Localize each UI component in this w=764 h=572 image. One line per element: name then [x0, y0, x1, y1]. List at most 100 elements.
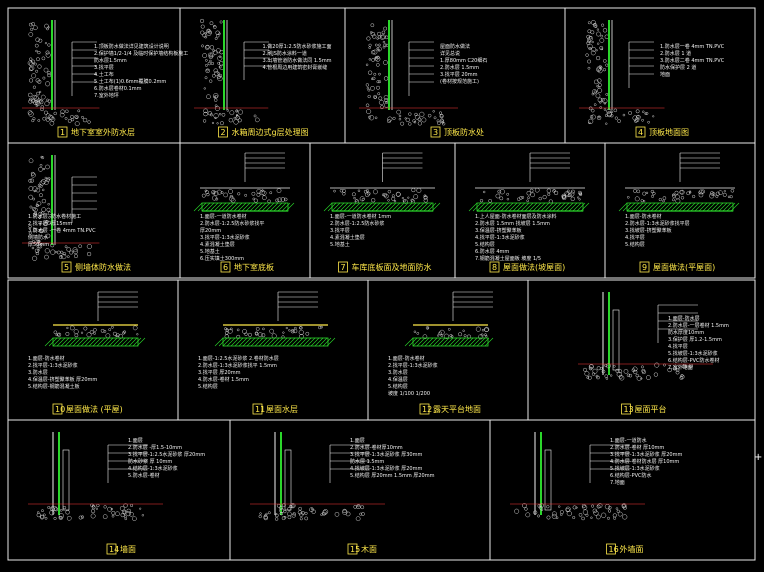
gravel-stone — [28, 32, 34, 37]
gravel-stone — [632, 115, 638, 121]
gravel-stone — [427, 113, 432, 118]
gravel-stone — [217, 61, 221, 65]
gravel-stone — [378, 72, 381, 76]
detail-note: 2.防水层-卷材厚10mm — [350, 444, 403, 451]
gravel-stone — [419, 111, 425, 117]
gravel-stone — [680, 374, 685, 379]
gravel-stone — [285, 326, 288, 330]
gravel-stone — [479, 199, 484, 203]
gravel-stone — [359, 196, 365, 202]
hatch-line — [399, 202, 409, 212]
gravel-stone — [414, 112, 418, 117]
gravel-stone — [339, 188, 344, 193]
gravel-stone — [608, 505, 612, 510]
gravel-stone — [214, 116, 217, 120]
gravel-stone — [599, 366, 603, 370]
gravel-stone — [28, 78, 34, 83]
gravel-stone — [366, 87, 370, 90]
gravel-stone — [214, 37, 218, 40]
gravel-stone — [45, 52, 51, 58]
gravel-stone — [586, 34, 591, 39]
gravel-stone — [29, 97, 33, 102]
gravel-stone — [287, 515, 292, 520]
gravel-stone — [56, 250, 61, 255]
gravel-stone — [387, 116, 393, 122]
gravel-stone — [555, 516, 559, 520]
gravel-stone — [587, 375, 592, 380]
gravel-stone — [45, 117, 50, 122]
gravel-stone — [376, 80, 380, 84]
hatch-line — [484, 202, 494, 212]
gravel-stone — [572, 516, 576, 520]
gravel-stone — [47, 220, 52, 225]
hatch-line — [253, 202, 263, 212]
detail-number-box — [347, 543, 358, 555]
gravel-stone — [566, 510, 572, 517]
gravel-fill — [199, 18, 225, 111]
hatch-line — [427, 202, 437, 212]
leader-lines — [529, 152, 570, 182]
gravel-stone — [578, 513, 583, 517]
gravel-stone — [218, 112, 222, 116]
detail-note: 5.结构层-钢筋混凝土板 — [28, 383, 80, 390]
gravel-stone — [66, 247, 71, 252]
gravel-stone — [41, 156, 45, 160]
detail-note: 3.找平层 厚20mm — [198, 369, 241, 376]
gravel-stone — [256, 192, 261, 197]
detail-number-box — [338, 261, 348, 273]
gravel-stone — [132, 516, 137, 522]
gravel-stone — [443, 333, 450, 339]
hatch-line — [654, 202, 664, 212]
gravel-stone — [291, 513, 296, 518]
hatch-line — [323, 202, 333, 212]
gravel-stone — [359, 512, 363, 516]
gravel-stone — [206, 94, 211, 99]
gravel-stone — [651, 194, 655, 198]
gravel-fill — [201, 188, 288, 203]
hatch-line — [480, 202, 490, 212]
gravel-stone — [213, 95, 216, 99]
gravel-stone — [376, 46, 382, 52]
gravel-stone — [539, 503, 544, 508]
gravel-stone — [542, 195, 547, 200]
gravel-stone — [120, 513, 125, 518]
gravel-stone — [218, 73, 223, 78]
gravel-stone — [617, 119, 621, 123]
gravel-stone — [81, 115, 84, 119]
gravel-stone — [35, 101, 41, 106]
detail-number-box — [489, 261, 500, 273]
gravel-stone — [603, 108, 607, 111]
gravel-stone — [62, 506, 67, 510]
hatch-line — [480, 337, 490, 347]
gravel-stone — [671, 194, 676, 198]
gravel-stone — [44, 101, 50, 107]
gravel-stone — [280, 197, 286, 202]
gravel-stone — [675, 370, 680, 375]
gravel-stone — [587, 118, 594, 125]
leader-lines — [277, 291, 318, 321]
gravel-stone — [141, 514, 145, 517]
gravel-stone — [27, 110, 33, 115]
detail-note: 1.面层-防水卷材 — [625, 213, 662, 220]
detail-note: 2.刷JS防水涂料一道 — [263, 50, 307, 57]
gravel-stone — [480, 333, 484, 337]
gravel-stone — [596, 67, 601, 72]
gravel-stone — [729, 195, 733, 199]
gravel-stone — [47, 506, 51, 509]
gravel-stone — [400, 121, 405, 126]
gravel-stone — [47, 176, 51, 181]
detail-number: 5 — [64, 263, 69, 272]
gravel-stone — [290, 503, 296, 509]
hatch-line — [560, 202, 570, 212]
detail-note: 4.防水层-卷材 1.5mm — [198, 376, 249, 383]
gravel-stone — [641, 368, 646, 373]
gravel-stone — [577, 190, 582, 195]
gravel-stone — [376, 63, 380, 67]
gravel-stone — [616, 509, 620, 513]
hatch-line — [674, 202, 684, 212]
hatch-line — [411, 202, 421, 212]
gravel-stone — [229, 196, 235, 202]
gravel-stone — [634, 117, 640, 122]
